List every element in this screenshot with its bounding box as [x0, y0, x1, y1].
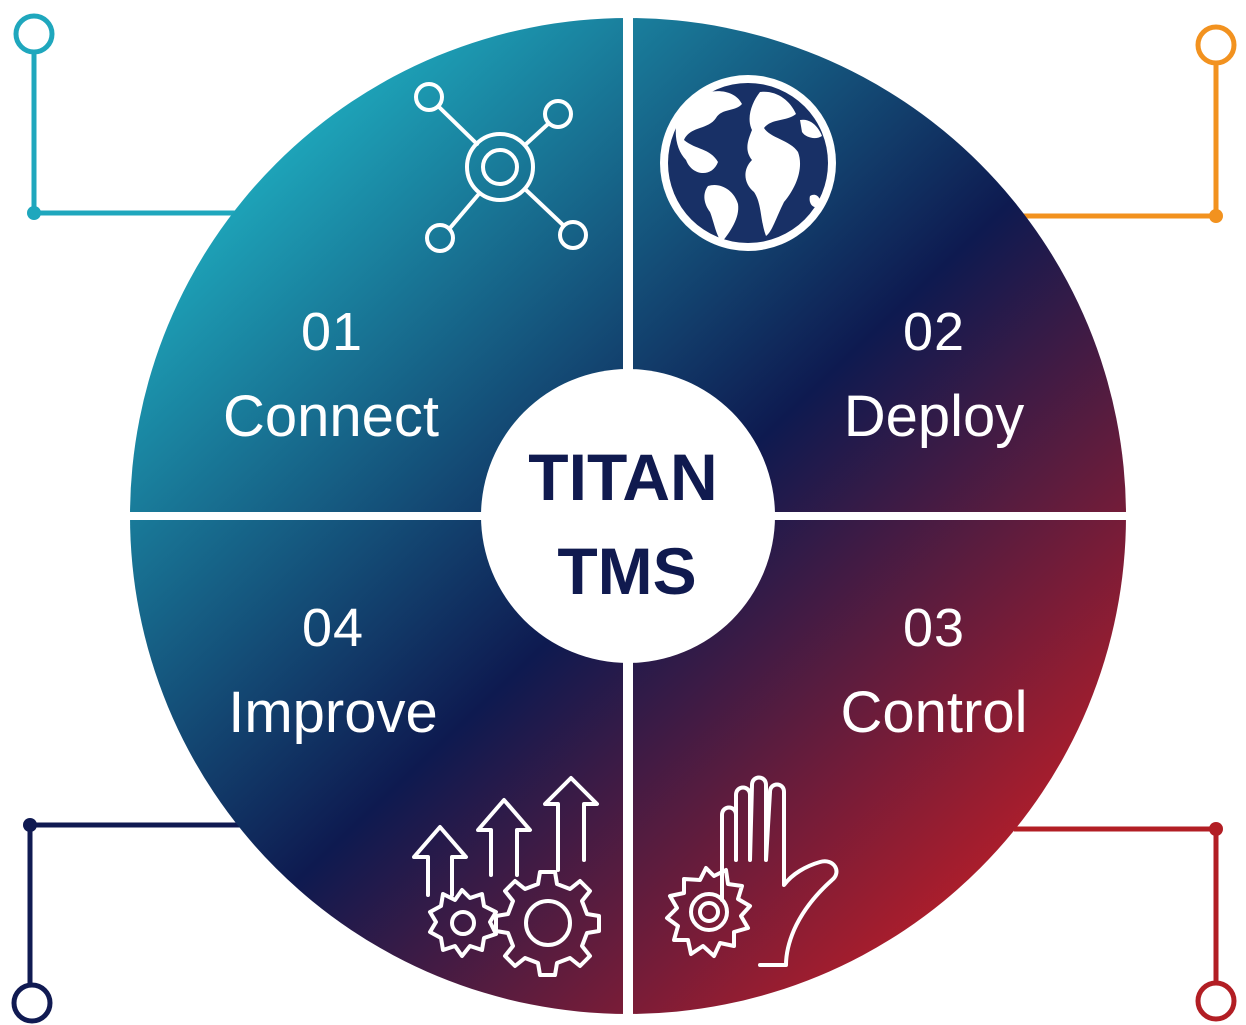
step-label: Connect	[223, 384, 439, 449]
connector-bottom-right	[1014, 822, 1237, 1022]
step-number: 04	[302, 598, 364, 658]
center-title-line2: TMS	[557, 534, 696, 608]
step-label: Control	[841, 680, 1028, 745]
step-improve: 04 Improve	[228, 598, 601, 977]
center-hub	[481, 369, 775, 663]
network-nodes-icon	[414, 82, 588, 253]
step-number: 02	[903, 302, 965, 362]
step-label: Improve	[228, 680, 438, 745]
step-number: 01	[301, 302, 363, 362]
step-deploy: 02 Deploy	[660, 75, 1024, 449]
globe-icon	[660, 75, 836, 251]
center-title-line1: TITAN	[528, 440, 717, 514]
step-control: 03 Control	[665, 598, 1028, 967]
step-number: 03	[903, 598, 965, 658]
hand-gear-icon	[665, 775, 839, 967]
connector-top-right	[1020, 24, 1237, 223]
step-connect: 01 Connect	[223, 82, 588, 449]
step-label: Deploy	[844, 384, 1025, 449]
connector-top-left	[13, 13, 240, 220]
arrows-gears-icon	[412, 776, 601, 977]
connector-bottom-left	[11, 818, 240, 1024]
